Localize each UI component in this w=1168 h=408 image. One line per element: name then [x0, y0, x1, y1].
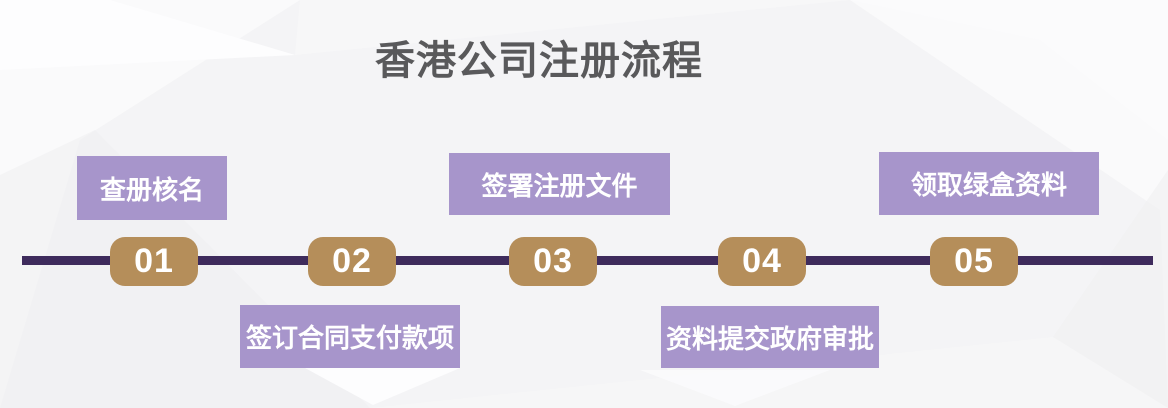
step-5-number-badge: 05 [930, 237, 1018, 286]
step-2-label: 签订合同支付款项 [240, 305, 460, 368]
step-2-number-badge: 02 [308, 237, 396, 286]
step-4-number-badge: 04 [718, 237, 806, 286]
step-3-number-badge: 03 [509, 237, 597, 286]
step-5-label: 领取绿盒资料 [879, 152, 1099, 215]
page-title: 香港公司注册流程 [375, 39, 703, 83]
step-1-label: 查册核名 [77, 156, 227, 220]
step-4-label: 资料提交政府审批 [661, 306, 879, 368]
step-1-number-badge: 01 [110, 237, 198, 286]
step-3-label: 签署注册文件 [449, 153, 670, 215]
